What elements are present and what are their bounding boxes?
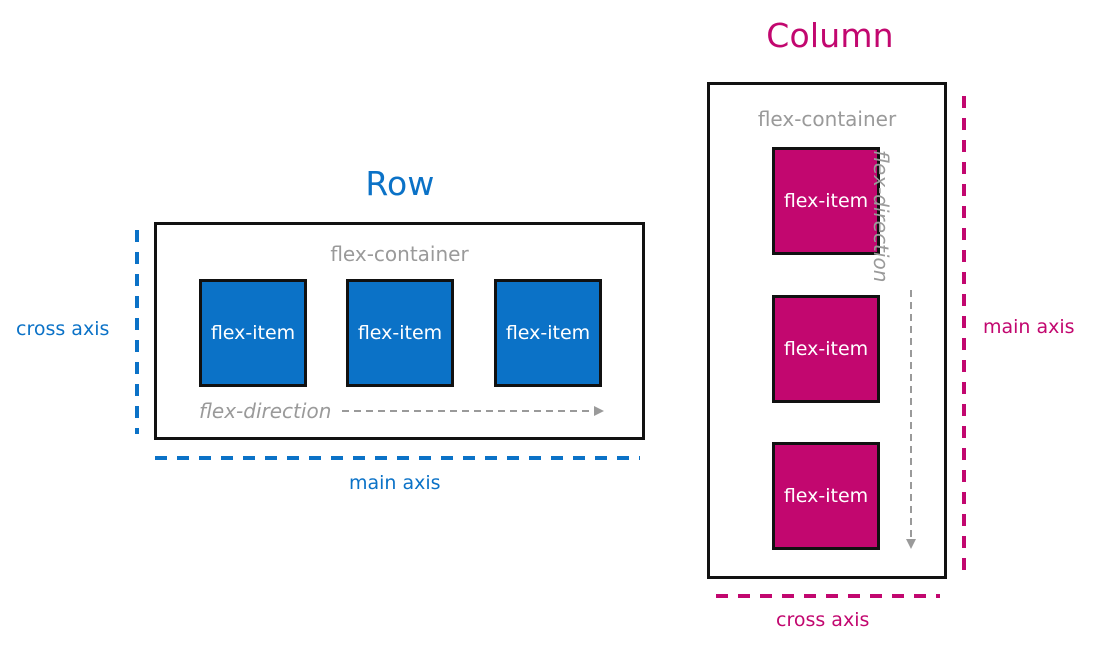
- column-cross-axis-label: cross axis: [776, 609, 870, 631]
- row-flex-direction-label: flex-direction: [199, 399, 332, 423]
- row-flex-item: flex-item: [494, 279, 602, 387]
- row-flex-container: flex-container flex-item flex-item flex-…: [154, 222, 645, 440]
- column-main-axis-label: main axis: [983, 316, 1075, 338]
- column-flex-item: flex-item: [772, 147, 880, 255]
- row-main-axis-label: main axis: [349, 472, 441, 494]
- column-flex-container: flex-container flex-item flex-item flex-…: [707, 82, 947, 579]
- column-flex-item: flex-item: [772, 295, 880, 403]
- row-flex-item: flex-item: [346, 279, 454, 387]
- row-flex-item: flex-item: [199, 279, 307, 387]
- column-title: Column: [766, 16, 894, 55]
- column-flex-item: flex-item: [772, 442, 880, 550]
- row-title: Row: [365, 164, 435, 203]
- row-container-label: flex-container: [330, 242, 469, 266]
- column-container-label: flex-container: [757, 107, 897, 131]
- row-cross-axis-label: cross axis: [16, 318, 110, 340]
